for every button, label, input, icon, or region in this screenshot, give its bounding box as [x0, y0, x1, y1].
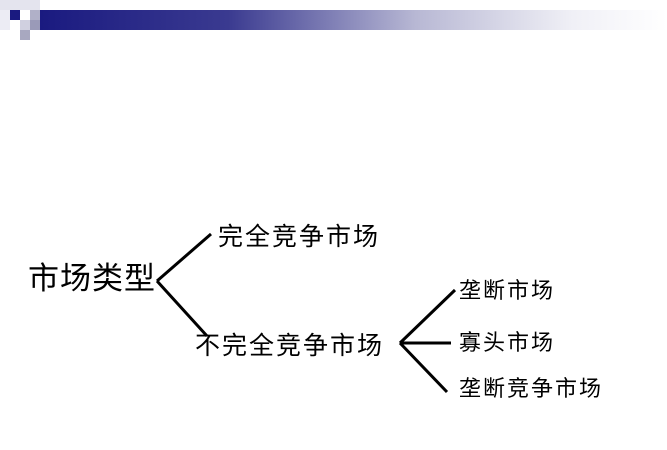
deco-square-dark [10, 10, 20, 20]
deco-square-light-top [0, 0, 40, 10]
connector-root-to-imperfect [155, 279, 209, 338]
deco-square-light-2 [20, 20, 30, 30]
connector-root-to-perfect [156, 232, 212, 283]
node-imperfect-competition: 不完全竞争市场 [195, 331, 385, 360]
node-monopoly: 垄断市场 [459, 279, 556, 304]
deco-square-mid-2 [30, 20, 40, 30]
header-gradient-bar [40, 10, 667, 30]
deco-square-mid [30, 10, 40, 20]
connector-imperfect-to-monopolistic [398, 341, 449, 394]
root-node-market-types: 市场类型 [28, 261, 156, 297]
deco-square-light-left [0, 10, 10, 30]
connector-imperfect-to-monopoly [398, 288, 457, 345]
node-monopolistic-competition: 垄断竞争市场 [459, 377, 604, 402]
node-oligopoly: 寡头市场 [459, 331, 556, 356]
node-perfect-competition: 完全竞争市场 [218, 222, 381, 251]
deco-square-mid-3 [20, 30, 30, 40]
